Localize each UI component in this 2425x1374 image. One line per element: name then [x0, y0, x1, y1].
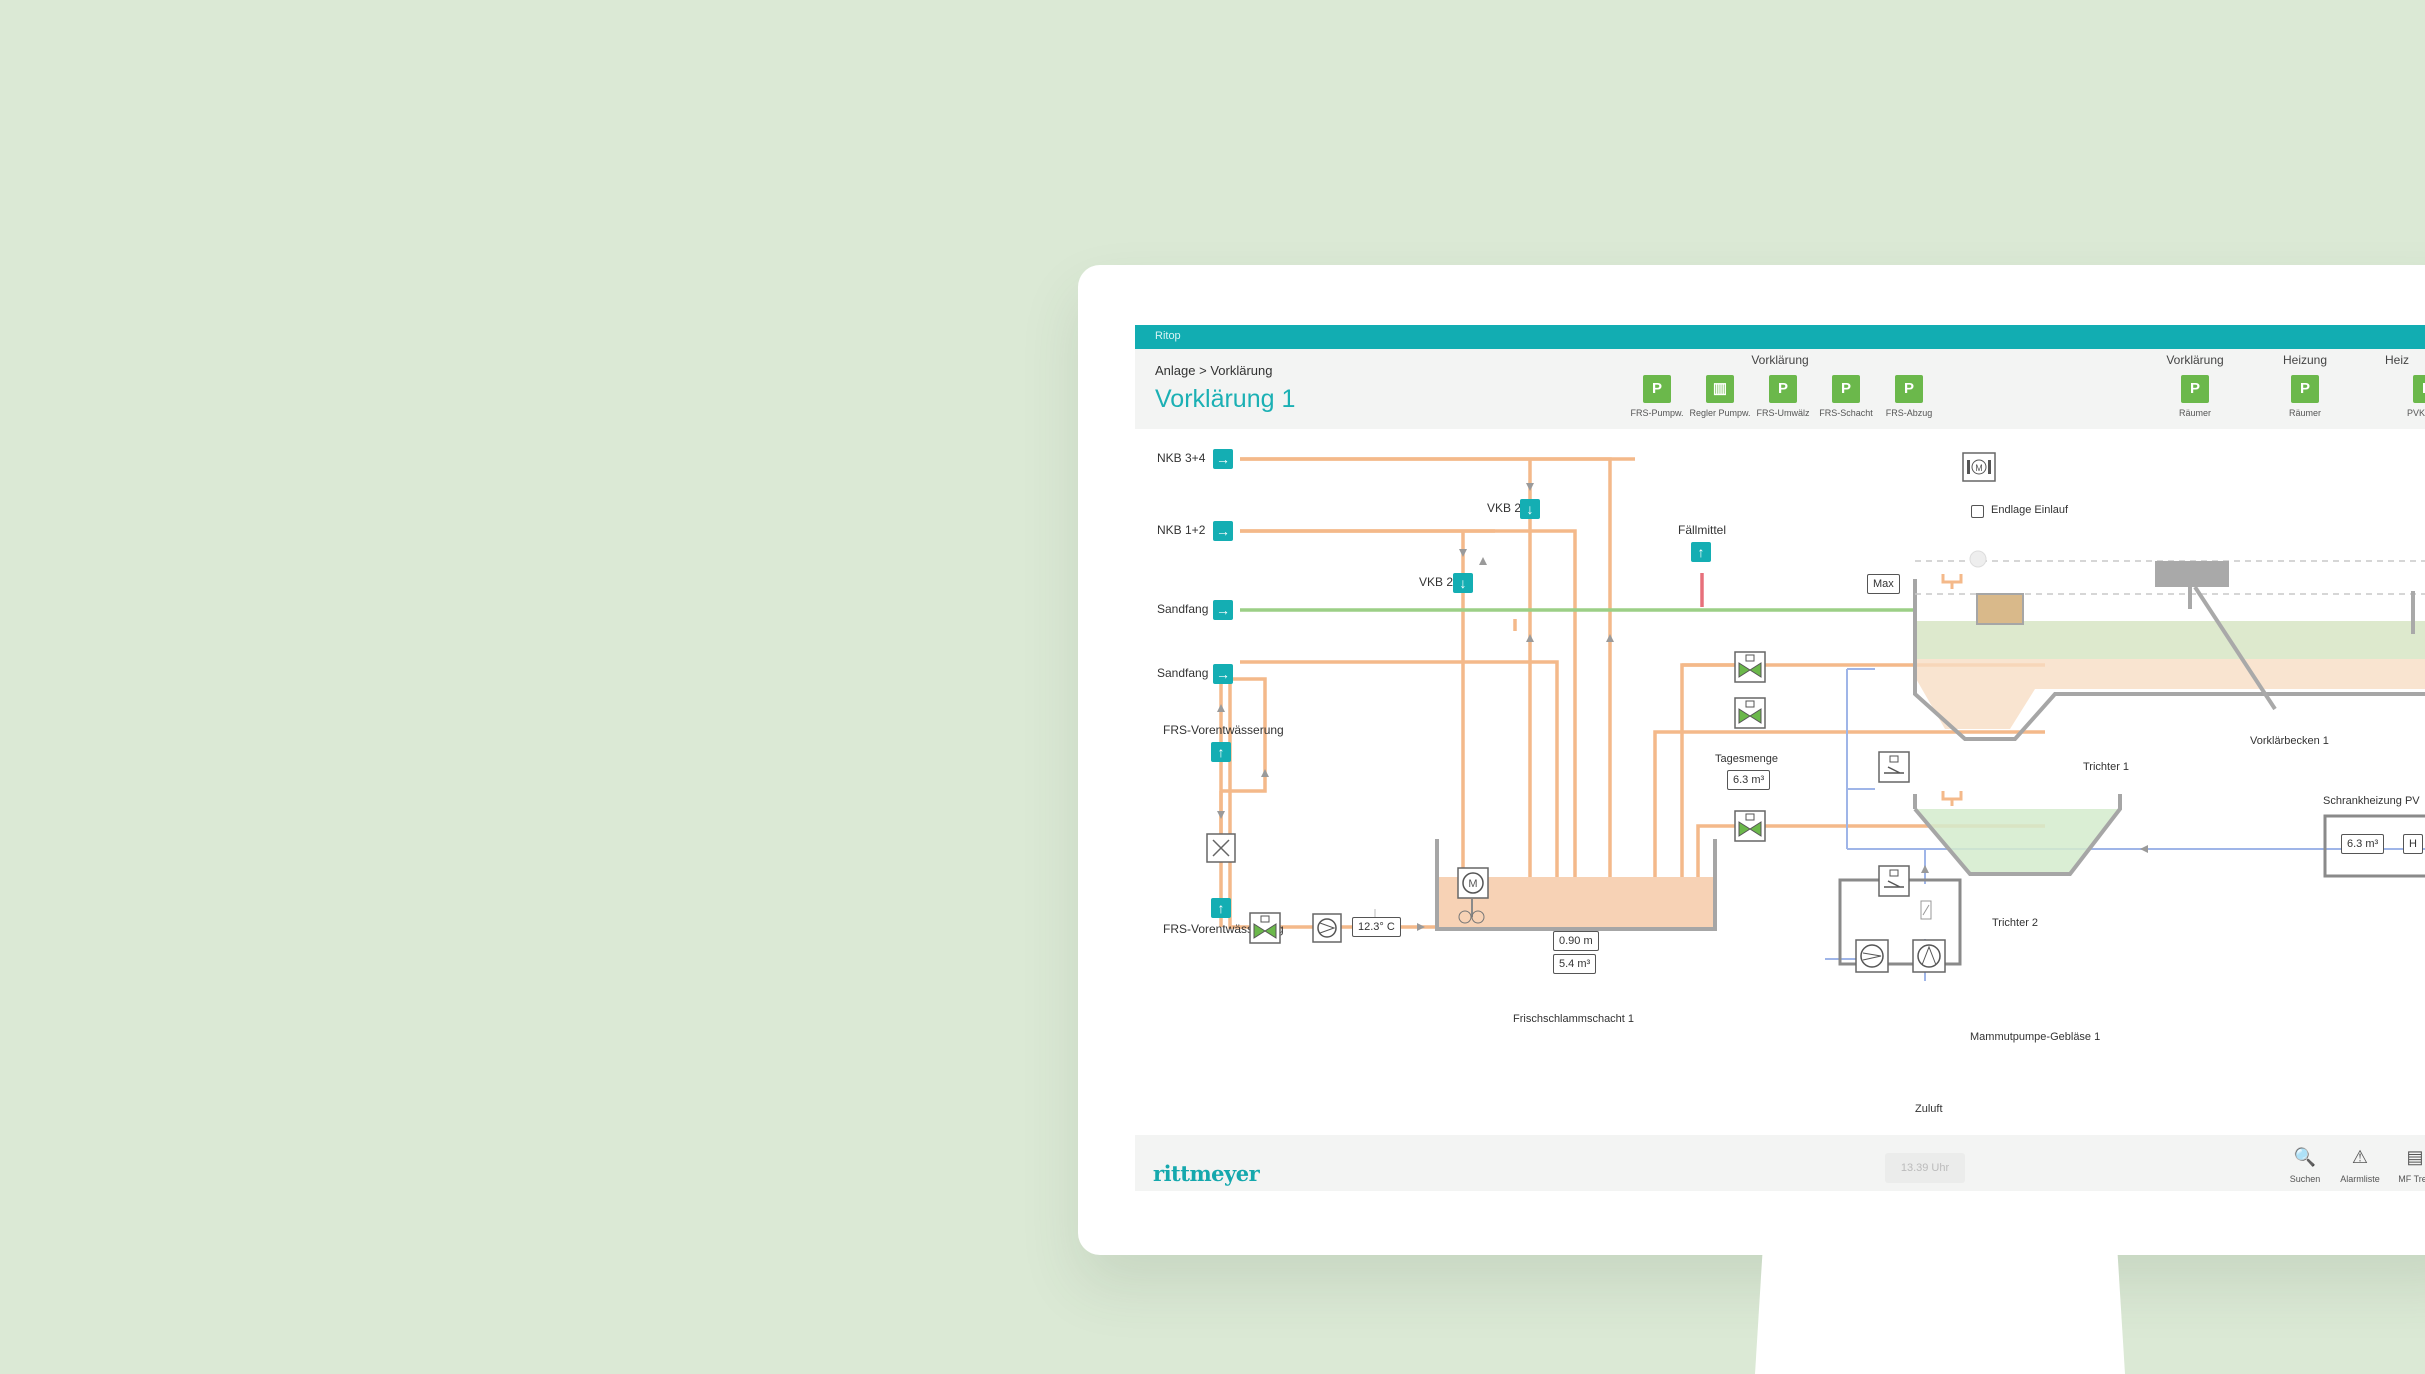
- frs-vorentwaesserung-button[interactable]: ↑: [1211, 742, 1231, 762]
- pump-frs-umwaelz[interactable]: P: [1769, 375, 1797, 403]
- motor-icon[interactable]: M: [1457, 867, 1489, 899]
- page-title: Vorklärung 1: [1155, 385, 1296, 413]
- search-label: Suchen: [2289, 1174, 2321, 1184]
- faellmittel-label: Fällmittel: [1678, 523, 1727, 537]
- pump-label: Räumer: [2178, 408, 2211, 418]
- blower-icon[interactable]: [1855, 939, 1889, 973]
- tagesmenge-value: 6.3 m³: [1727, 770, 1771, 790]
- svg-text:M: M: [1468, 878, 1477, 890]
- svg-text:M: M: [1975, 463, 1983, 473]
- schacht-label: Frischschlammschacht 1: [1513, 1013, 1635, 1025]
- pump-label: FRS-Pumpw.: [1630, 408, 1684, 418]
- trend-icon: ▤: [2406, 1147, 2424, 1167]
- endlage-checkbox[interactable]: [1971, 505, 1984, 518]
- endlage-label: Endlage Einlauf: [1991, 504, 2069, 516]
- inlet-sandfang-2-button[interactable]: →: [1213, 664, 1233, 684]
- pump-label: Regler Pumpw.: [1689, 408, 1751, 418]
- pump-label: FRS-Abzug: [1885, 408, 1933, 418]
- pump-group-title-vorklaerung-2: Vorklärung: [2166, 353, 2224, 367]
- pump-label: Räumer: [2288, 408, 2321, 418]
- mixer-icon: [1457, 909, 1489, 925]
- pump-group-title-vorklaerung: Vorklärung: [1751, 353, 1809, 367]
- pump-pvk[interactable]: P: [2413, 375, 2425, 403]
- inlet-label: NKB 3+4: [1157, 451, 1206, 465]
- inlet-label: NKB 1+2: [1157, 523, 1206, 537]
- clock-display: 13.39 Uhr: [1885, 1153, 1965, 1183]
- drive-motor-icon[interactable]: M: [1962, 452, 1996, 482]
- schrank-cut-value: H: [2403, 834, 2423, 854]
- app-title: Ritop: [1155, 330, 1181, 342]
- breadcrumb-current: Vorklärung: [1210, 363, 1273, 378]
- breadcrumb: Anlage > Vorklärung: [1155, 363, 1272, 378]
- temperature-value: 12.3° C: [1352, 917, 1401, 937]
- pump-regler-pumpw[interactable]: ▥: [1706, 375, 1734, 403]
- schrank-label: Schrankheizung PV: [2323, 795, 2420, 807]
- faellmittel-button[interactable]: ↑: [1691, 542, 1711, 562]
- footer-bar: rittmeyer 13.39 Uhr 🔍 Suchen ⚠ Alarmlist…: [1135, 1135, 2425, 1191]
- process-diagram: NKB 3+4 → NKB 1+2 → Sandfang → Sandfang …: [1135, 429, 2425, 1119]
- overflow-icon: [1940, 789, 1964, 807]
- search-button[interactable]: 🔍 Suchen: [2280, 1147, 2330, 1187]
- schrank-value: 6.3 m³: [2341, 834, 2385, 854]
- breadcrumb-root[interactable]: Anlage: [1155, 363, 1196, 378]
- valve-icon[interactable]: [1734, 697, 1766, 729]
- inlet-nkb34-button[interactable]: →: [1213, 449, 1233, 469]
- trichter2-label: Trichter 2: [1992, 917, 2039, 929]
- zuluft-label: Zuluft: [1915, 1103, 1943, 1115]
- overflow-icon: [1940, 572, 1964, 590]
- search-icon: 🔍: [2293, 1147, 2317, 1167]
- trend-button[interactable]: ▤ MF Tren: [2390, 1147, 2425, 1187]
- pump-label: PVK: [2407, 408, 2425, 418]
- pump-icon[interactable]: [1312, 913, 1342, 943]
- pump-frs-abzug[interactable]: P: [1895, 375, 1923, 403]
- sludge-valve-icon[interactable]: [1878, 751, 1910, 783]
- trend-label: MF Tren: [2398, 1174, 2425, 1184]
- max-indicator: Max: [1867, 574, 1900, 594]
- alarm-list-button[interactable]: ⚠ Alarmliste: [2335, 1147, 2385, 1187]
- pump-group-title-heiz: Heiz: [2385, 353, 2410, 367]
- inlet-label: Sandfang: [1157, 602, 1209, 616]
- vkb-button[interactable]: ↓: [1520, 499, 1540, 519]
- alarm-icon: ⚠: [2351, 1147, 2369, 1167]
- breadcrumb-separator: >: [1199, 363, 1207, 378]
- sensor-icon: [1918, 899, 1934, 921]
- scada-screen: Ritop Anlage > Vorklärung Vorklärung 1 V…: [1135, 325, 2425, 1191]
- frs-vorentwaesserung-button-2[interactable]: ↑: [1211, 898, 1231, 918]
- page-header: Anlage > Vorklärung Vorklärung 1 Vorklär…: [1135, 349, 2425, 429]
- schacht-volume-value: 5.4 m³: [1553, 954, 1597, 974]
- pipe-network: [1217, 457, 2425, 981]
- tagesmenge-label: Tagesmenge: [1715, 753, 1778, 765]
- inlet-label: Sandfang: [1157, 666, 1209, 680]
- alarm-list-label: Alarmliste: [2340, 1174, 2380, 1184]
- pump-raeumer[interactable]: P: [2181, 375, 2209, 403]
- vkb-button[interactable]: ↓: [1453, 573, 1473, 593]
- inlet-nkb12-button[interactable]: →: [1213, 521, 1233, 541]
- valve-icon[interactable]: [1734, 651, 1766, 683]
- trichter1-label: Trichter 1: [2083, 761, 2130, 773]
- pump-frs-schacht[interactable]: P: [1832, 375, 1860, 403]
- rittmeyer-logo: rittmeyer: [1153, 1161, 1260, 1186]
- inlet-sandfang-button[interactable]: →: [1213, 600, 1233, 620]
- monitor-stand: [1755, 1254, 2125, 1374]
- title-bar: Ritop: [1135, 325, 2425, 349]
- valve-icon[interactable]: [1249, 912, 1281, 944]
- pump-frs-pumpw[interactable]: P: [1643, 375, 1671, 403]
- pump-label: FRS-Umwälz: [1756, 408, 1810, 418]
- mammut-label: Mammutpumpe-Gebläse 1: [1970, 1031, 2101, 1043]
- pump-group-title-heizung: Heizung: [2282, 353, 2328, 367]
- valve-icon[interactable]: [1734, 810, 1766, 842]
- vkb-label: VKB 2: [1487, 501, 1522, 515]
- compressor-icon[interactable]: [1912, 939, 1946, 973]
- schacht-level-value: 0.90 m: [1553, 931, 1599, 951]
- vorklaerbecken-label: Vorklärbecken 1: [2250, 735, 2329, 747]
- pump-label: FRS-Schacht: [1819, 408, 1873, 418]
- valve-x-icon[interactable]: [1206, 833, 1236, 863]
- vkb-label: VKB 2: [1419, 575, 1454, 589]
- sludge-valve-icon[interactable]: [1878, 865, 1910, 897]
- pump-heizung-raeumer[interactable]: P: [2291, 375, 2319, 403]
- frs-vorentwaesserung-label: FRS-Vorentwässerung: [1163, 723, 1284, 737]
